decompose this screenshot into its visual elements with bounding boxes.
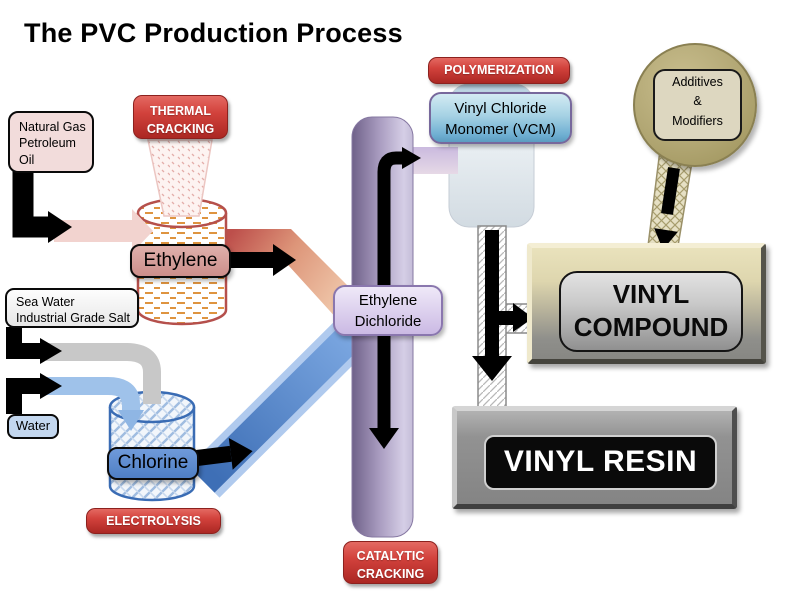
vinyl-compound-box: VINYL COMPOUND [527,243,766,364]
vcm-label: Vinyl Chloride Monomer (VCM) [429,92,572,144]
catalytic-cracking-label: CATALYTIC CRACKING [343,541,438,584]
sea-water-box: Sea Water Industrial Grade Salt [5,288,139,328]
vinyl-resin-plate: VINYL RESIN [484,435,717,490]
thermal-cracking-funnel [147,139,213,217]
water-pipe [46,377,140,412]
vinyl-resin-box: VINYL RESIN [452,406,737,509]
natural-gas-box: Natural Gas Petroleum Oil [8,111,94,173]
vinyl-compound-plate: VINYL COMPOUND [559,271,743,352]
ethylene-to-edc-pipe [226,229,358,342]
water-box: Water [7,414,59,439]
additives-arrow [654,167,680,250]
natural-gas-line: Natural Gas [19,120,86,134]
seawater-pipe [46,343,161,404]
chlorine-label: Chlorine [107,447,199,480]
ethylene-dichloride-label: Ethylene Dichloride [333,285,443,336]
natural-gas-line: Oil [19,152,35,167]
chlorine-out-arrow [196,437,253,470]
water-arrow [6,373,62,414]
edc-flow-arrow [369,147,421,449]
page-title: The PVC Production Process [24,18,403,48]
water-pipe-arrowhead [118,410,144,431]
resin-flow-arrow [472,230,512,381]
polymerization-label: POLYMERIZATION [428,57,570,84]
sea-water-line: Sea Water [16,295,75,309]
ethylene-out-arrow [229,244,296,276]
compound-branch-arrow [497,303,533,332]
seawater-arrow [6,327,62,364]
natural-gas-line: Petroleum [19,136,76,151]
thermal-cracking-label: THERMAL CRACKING [133,95,228,139]
electrolysis-label: ELECTROLYSIS [86,508,221,534]
natural-gas-feed-pipe [54,209,153,253]
additives-modifiers-box: Additives & Modifiers [653,69,742,141]
natural-gas-arrow [12,171,72,243]
ethylene-label: Ethylene [130,244,231,278]
sea-water-line: Industrial Grade Salt [16,311,130,326]
